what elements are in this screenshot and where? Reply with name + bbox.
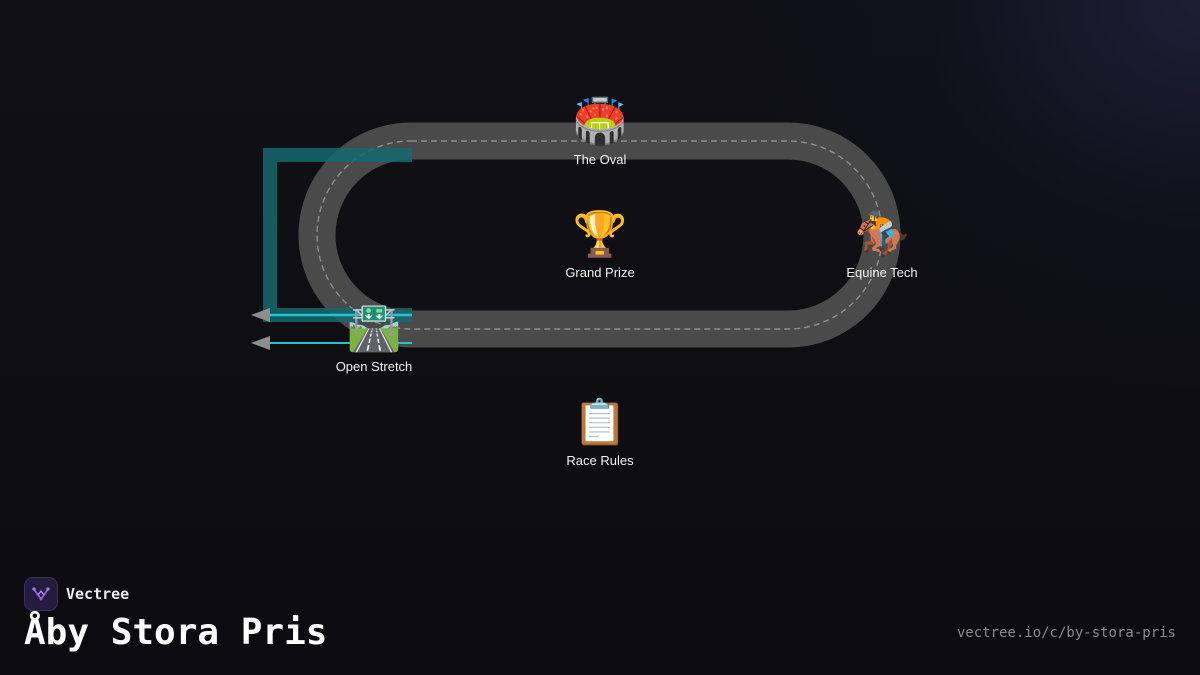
page-url[interactable]: vectree.io/c/by-stora-pris [956, 625, 1176, 641]
node-race-rules[interactable]: 📋 Race Rules [530, 397, 670, 469]
node-label: Equine Tech [846, 265, 918, 280]
horse-racing-icon: 🏇 [854, 210, 910, 259]
node-label: The Oval [573, 152, 627, 167]
node-the-oval[interactable]: 🏟️ The Oval [530, 96, 670, 168]
node-grand-prize[interactable]: 🏆 Grand Prize [530, 209, 670, 281]
clipboard-icon: 📋 [572, 398, 628, 447]
stadium-icon: 🏟️ [572, 97, 628, 146]
node-label: Race Rules [566, 453, 634, 468]
node-label: Grand Prize [565, 265, 635, 280]
brand-name: Vectree [66, 585, 130, 603]
vectree-logo-icon [24, 577, 58, 611]
trophy-icon: 🏆 [572, 210, 628, 259]
node-open-stretch[interactable]: 🛣️ Open Stretch [304, 303, 444, 375]
arrow-head-upper [251, 308, 270, 322]
page-title: Åby Stora Pris [24, 612, 328, 653]
arrow-head-lower [251, 336, 270, 350]
track-center-line [316, 140, 883, 330]
node-label: Open Stretch [335, 359, 413, 374]
brand[interactable]: Vectree [24, 577, 129, 611]
node-equine-tech[interactable]: 🏇 Equine Tech [812, 209, 952, 281]
motorway-icon: 🛣️ [346, 304, 402, 353]
